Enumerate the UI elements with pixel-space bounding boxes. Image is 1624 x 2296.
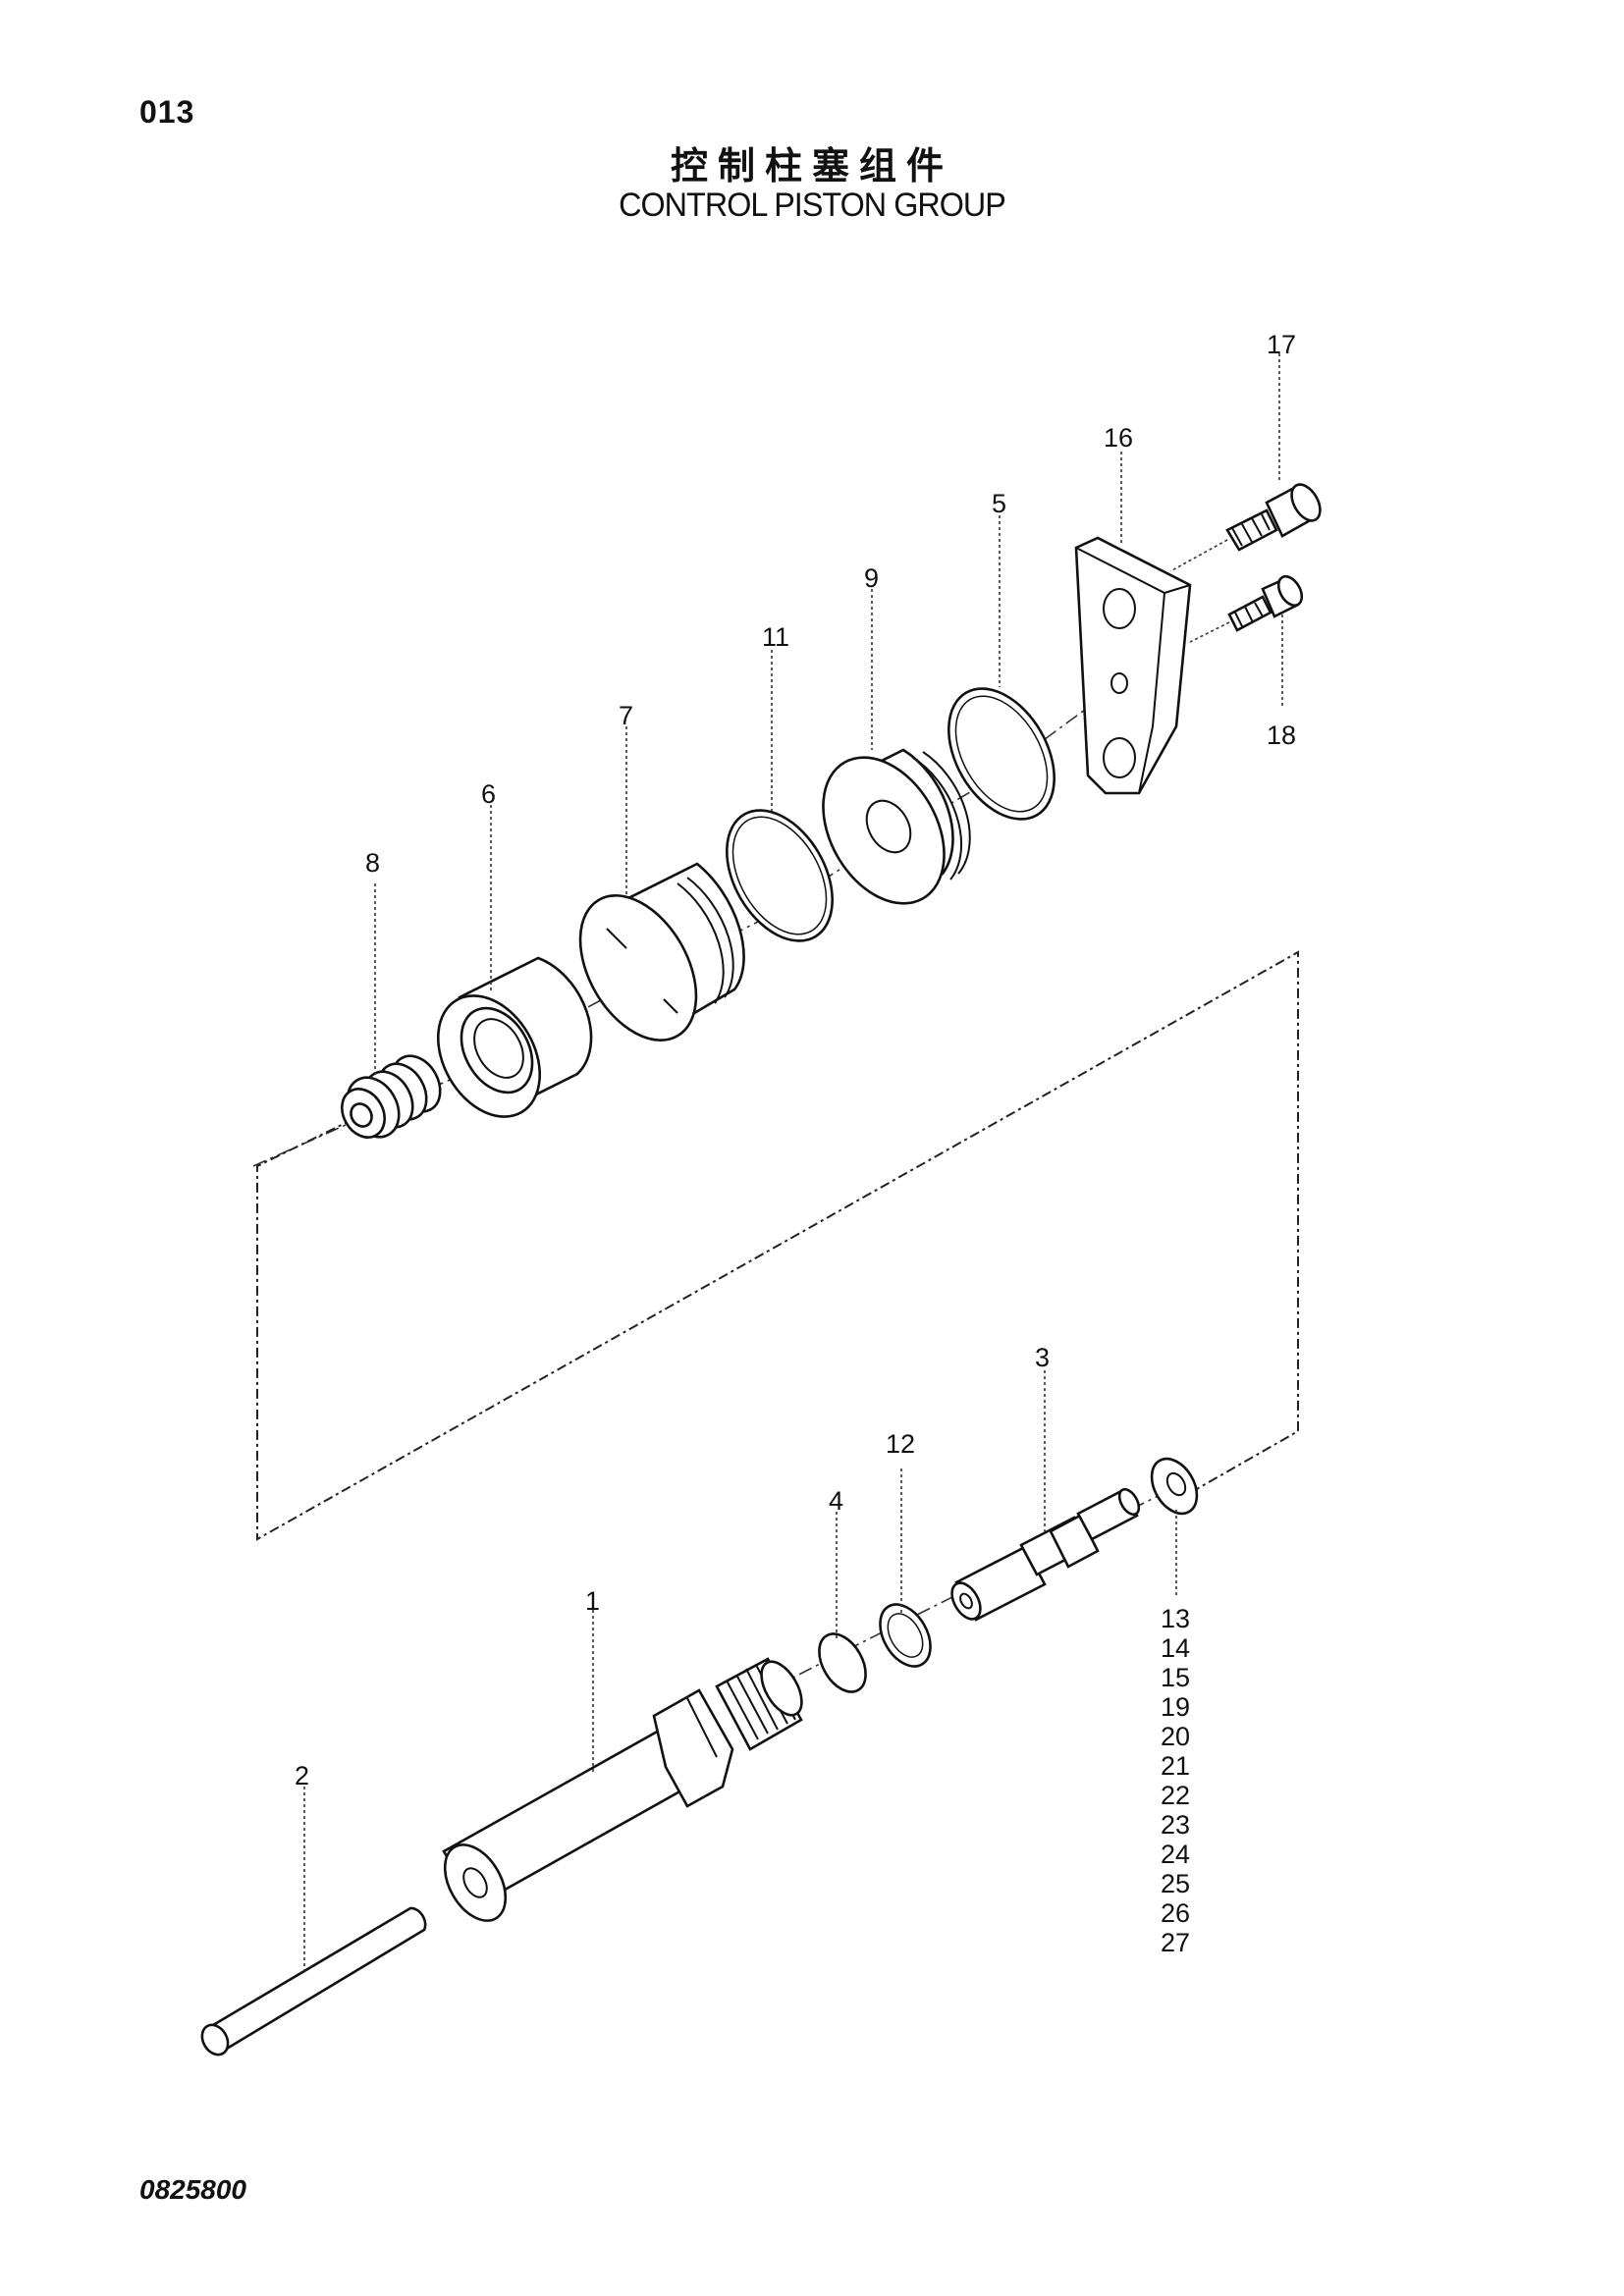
callout-12: 12 [886, 1429, 915, 1459]
part-1-body [442, 1657, 803, 1922]
callout-8: 8 [365, 848, 380, 878]
callout-6: 6 [481, 779, 496, 809]
callout-21: 21 [1161, 1751, 1190, 1781]
callout-18: 18 [1267, 721, 1296, 750]
callout-2: 2 [295, 1761, 309, 1790]
title-chinese: 控制柱塞组件 [670, 144, 953, 187]
leader-lines [303, 353, 1283, 1971]
callout-23: 23 [1161, 1810, 1190, 1840]
part-18-bolt [1189, 574, 1304, 643]
callout-15: 15 [1161, 1663, 1190, 1692]
callout-16: 16 [1104, 423, 1133, 453]
part-17-bolt [1169, 483, 1322, 572]
callout-22: 22 [1161, 1781, 1190, 1810]
page-code: 013 [139, 94, 195, 130]
callout-26: 26 [1161, 1898, 1190, 1928]
part-12-ring [879, 1603, 932, 1668]
callout-4: 4 [829, 1486, 843, 1516]
callout-11: 11 [762, 622, 789, 652]
part-3-spool [950, 1487, 1141, 1622]
part-7-piston [578, 862, 745, 1041]
callout-1: 1 [585, 1586, 600, 1616]
callout-labels: 17 16 5 9 11 7 6 8 18 3 12 4 1 2 1314151… [295, 330, 1296, 1957]
title-english: CONTROL PISTON GROUP [619, 187, 1006, 224]
callout-13: 13 [1161, 1604, 1190, 1633]
part-11-o-ring [726, 809, 834, 942]
callout-7: 7 [619, 701, 633, 730]
callout-17: 17 [1267, 330, 1296, 359]
callout-24: 24 [1161, 1840, 1190, 1869]
assembly-connection-frame [256, 950, 1299, 1541]
part-2-pin [200, 1906, 427, 2056]
callout-19: 19 [1161, 1692, 1190, 1722]
part-16-cover-plate [1074, 536, 1192, 795]
part-5-o-ring [947, 687, 1056, 821]
callout-14: 14 [1161, 1633, 1190, 1663]
callout-20: 20 [1161, 1722, 1190, 1751]
callout-9: 9 [864, 563, 879, 593]
callout-27: 27 [1161, 1928, 1190, 1957]
callout-25: 25 [1161, 1869, 1190, 1898]
callout-5: 5 [992, 489, 1006, 518]
part-6-sleeve [436, 956, 593, 1118]
document-number: 0825800 [139, 2174, 247, 2205]
washer-13-27 [1150, 1457, 1199, 1516]
part-4-disc [818, 1632, 867, 1693]
part-8-spring [341, 1054, 442, 1139]
callout-3: 3 [1035, 1343, 1050, 1372]
part-9-plug [822, 748, 971, 905]
